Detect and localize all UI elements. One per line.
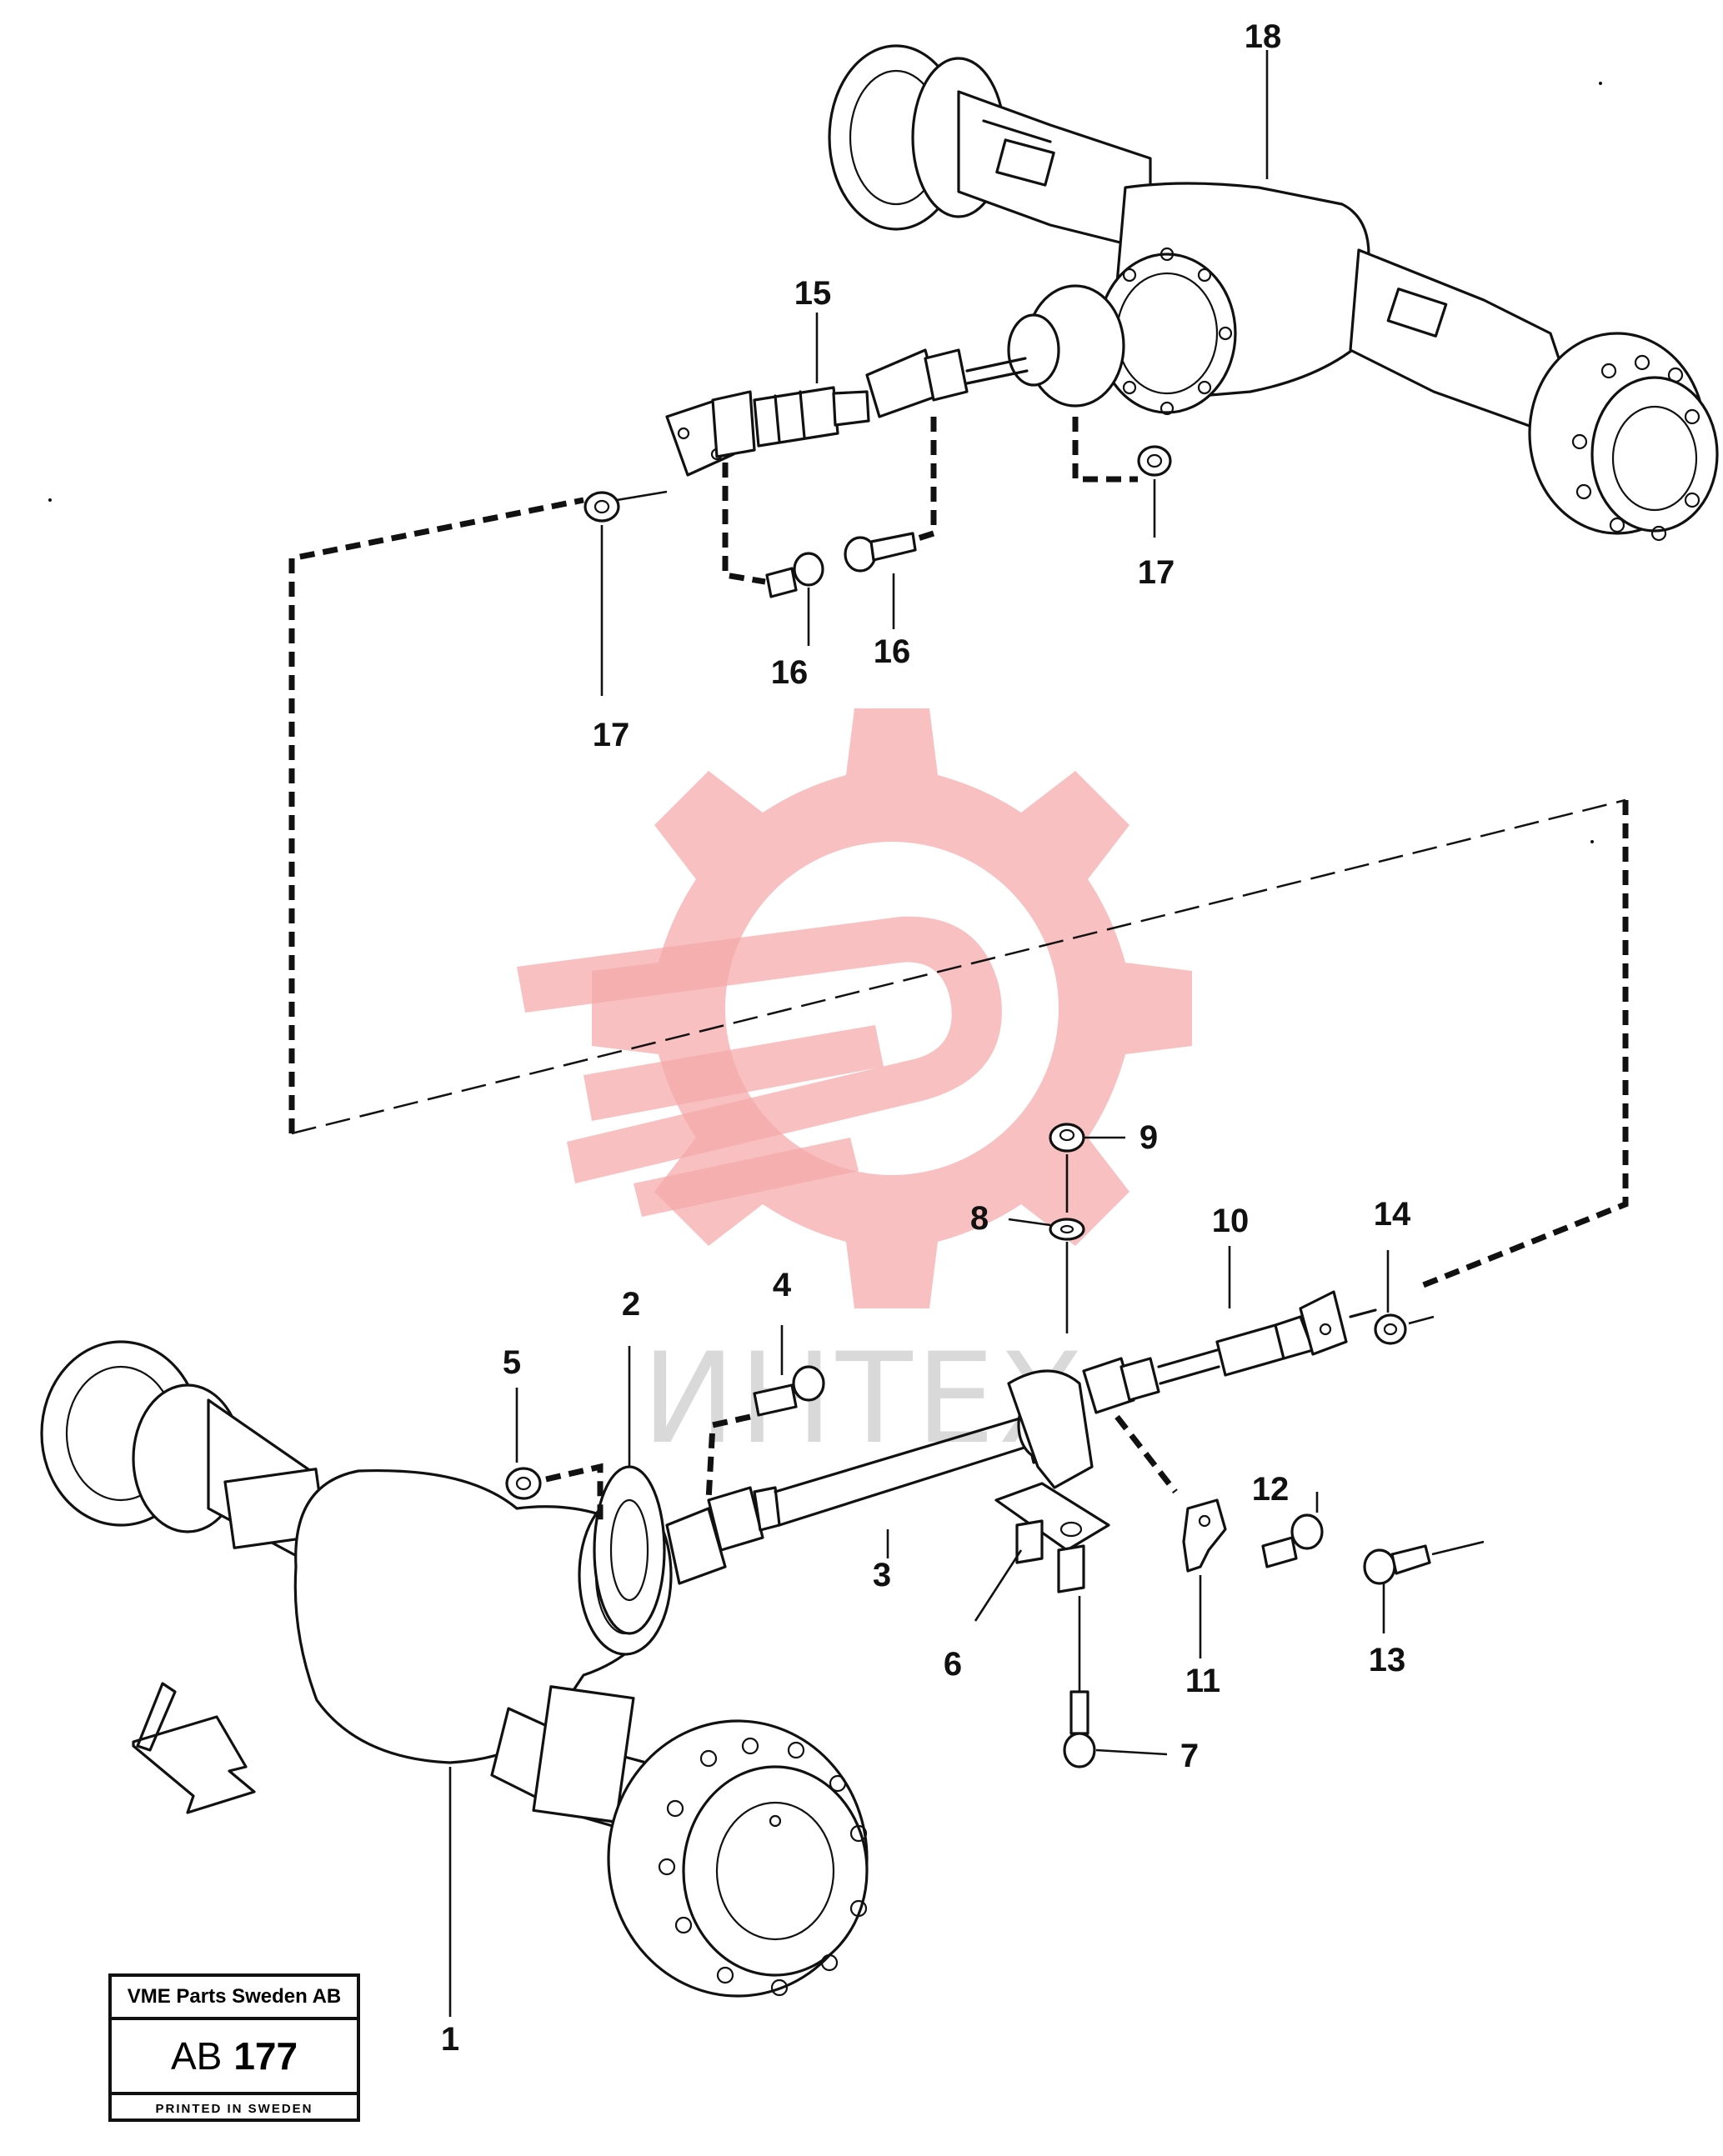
part-labels: 1 2 3 4 5 6 7 8 9 10 11 12 13 14 15 16 1… — [441, 18, 1411, 2058]
label-17-right: 17 — [1138, 554, 1175, 591]
bolt-12 — [1261, 1513, 1324, 1568]
nut-5 — [505, 1467, 542, 1500]
label-11: 11 — [1185, 1663, 1220, 1699]
label-4: 4 — [773, 1267, 792, 1303]
label-2: 2 — [622, 1286, 640, 1323]
bracket-6 — [994, 1482, 1110, 1593]
front-axle-housing — [40, 1340, 869, 1998]
label-1: 1 — [441, 2021, 459, 2058]
printed-in-note: PRINTED IN SWEDEN — [155, 2101, 313, 2116]
watermark-text: ИНТЕХ — [642, 1327, 1087, 1472]
bolt-7 — [1063, 1690, 1096, 1768]
label-14: 14 — [1374, 1196, 1411, 1233]
label-3: 3 — [873, 1557, 891, 1593]
label-13: 13 — [1369, 1642, 1406, 1678]
reference-prefix: AB — [170, 2034, 223, 2078]
reference-number: 177 — [233, 2034, 298, 2078]
watermark-gear-logo: ИНТЕХ — [517, 708, 1192, 1472]
bolt-16-right — [844, 532, 917, 573]
direction-arrow-icon — [132, 1682, 256, 1814]
bolt-4 — [753, 1365, 825, 1417]
company-name: VME Parts Sweden AB — [112, 1977, 357, 2020]
nut-9 — [1049, 1123, 1085, 1153]
label-5: 5 — [503, 1344, 521, 1381]
label-6: 6 — [944, 1646, 962, 1683]
label-8: 8 — [970, 1200, 989, 1237]
flange-2 — [593, 1465, 666, 1635]
label-16-left: 16 — [771, 654, 809, 691]
label-18: 18 — [1245, 18, 1282, 55]
propeller-shaft-10 — [1082, 1290, 1377, 1414]
propeller-shaft-15 — [665, 348, 1029, 477]
label-12: 12 — [1252, 1471, 1290, 1508]
label-9: 9 — [1139, 1119, 1158, 1156]
bolt-13 — [1363, 1544, 1431, 1585]
label-10: 10 — [1212, 1203, 1250, 1239]
propeller-shaft-3 — [665, 1369, 1094, 1585]
nut-14 — [1374, 1313, 1407, 1345]
nut-17-left — [584, 491, 620, 523]
label-7: 7 — [1180, 1738, 1199, 1774]
bolt-16-left — [765, 552, 824, 598]
label-16-right: 16 — [874, 633, 911, 670]
nut-17-right — [1137, 445, 1172, 477]
clip-11 — [1182, 1498, 1227, 1573]
label-17-left: 17 — [593, 717, 630, 753]
label-15: 15 — [794, 275, 832, 312]
rear-axle-housing — [828, 44, 1719, 542]
washer-8 — [1049, 1218, 1085, 1241]
